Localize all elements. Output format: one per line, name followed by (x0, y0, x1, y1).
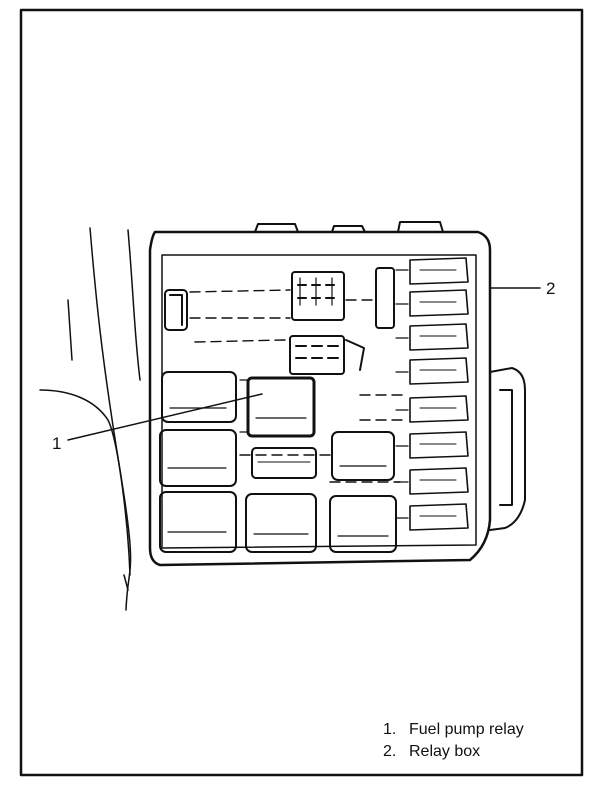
figure-border (19, 8, 584, 777)
fuel-pump-relay (239, 376, 316, 438)
relay-set (159, 371, 397, 553)
body-structure (39, 227, 141, 611)
callout-2: 2 (546, 279, 555, 298)
legend-item: 1. Fuel pump relay (383, 719, 524, 741)
legend-number: 1. (383, 721, 397, 738)
callout-1: 1 (52, 434, 61, 453)
leader-line-1 (67, 393, 263, 441)
legend-number: 2. (383, 743, 397, 760)
legend: 1. Fuel pump relay 2. Relay box (383, 719, 524, 763)
legend-label: Relay box (409, 743, 481, 760)
legend-label: Fuel pump relay (409, 721, 524, 738)
fuse-column (395, 257, 469, 531)
relay-box (148, 221, 526, 567)
legend-item: 2. Relay box (383, 741, 524, 763)
